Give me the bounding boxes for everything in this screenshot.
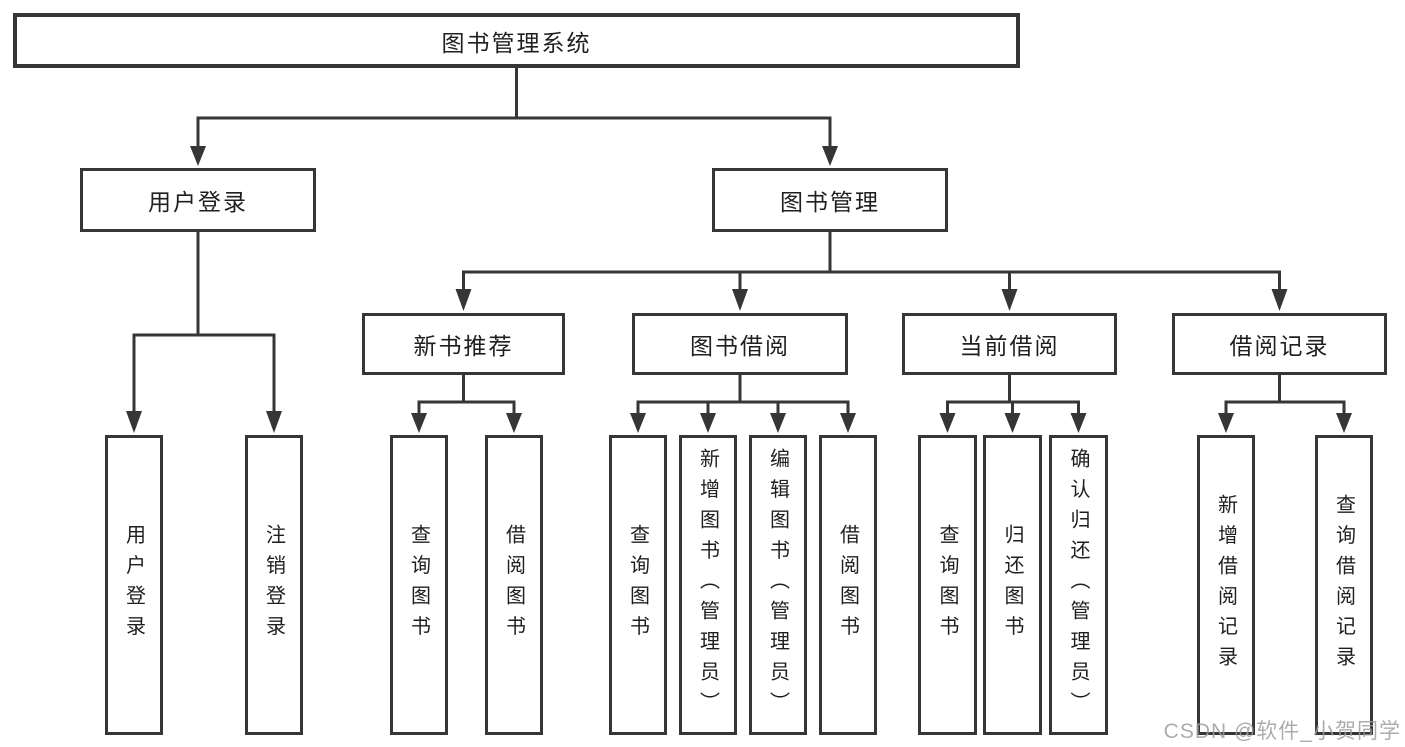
node-book-management: 图书管理: [712, 168, 948, 232]
leaf-borrow-books-recommend-label: 借阅图书: [502, 524, 525, 646]
node-borrow-records: 借阅记录: [1172, 313, 1387, 375]
connector-borrow-records-to-children: [1218, 375, 1352, 433]
leaf-borrow-books-recommend: 借阅图书: [485, 435, 543, 735]
leaf-query-books-recommend-label: 查询图书: [407, 524, 430, 646]
leaf-confirm-return-admin: 确认归还（管理员）: [1049, 435, 1108, 735]
leaf-user-login: 用户登录: [105, 435, 163, 735]
leaf-query-books-current-label: 查询图书: [936, 524, 958, 646]
leaf-query-borrow-record: 查询借阅记录: [1315, 435, 1373, 735]
leaf-edit-books-admin-label: 编辑图书（管理员）: [766, 448, 789, 722]
leaf-query-borrow-record-label: 查询借阅记录: [1332, 493, 1355, 677]
node-current-borrow-label: 当前借阅: [959, 333, 1060, 359]
connector-current-borrow-to-children: [939, 375, 1087, 433]
leaf-add-borrow-record: 新增借阅记录: [1197, 435, 1255, 735]
node-library-management-system: 图书管理系统: [13, 13, 1020, 68]
node-borrow-records-label: 借阅记录: [1229, 333, 1330, 359]
leaf-add-books-admin: 新增图书（管理员）: [679, 435, 737, 735]
leaf-user-login-label: 用户登录: [122, 524, 145, 646]
connector-user-login-to-children: [126, 232, 282, 433]
node-user-login-label: 用户登录: [148, 189, 248, 215]
leaf-query-books-borrow-label: 查询图书: [626, 524, 649, 646]
leaf-borrow-books-label: 借阅图书: [836, 524, 859, 646]
leaf-return-books: 归还图书: [983, 435, 1042, 735]
node-book-management-label: 图书管理: [780, 189, 880, 215]
leaf-query-books-borrow: 查询图书: [609, 435, 667, 735]
node-current-borrow: 当前借阅: [902, 313, 1117, 375]
connector-book-borrow-to-children: [630, 375, 856, 433]
leaf-confirm-return-admin-label: 确认归还（管理员）: [1067, 448, 1089, 722]
connector-new-book-recommend-to-children: [411, 375, 522, 433]
leaf-add-books-admin-label: 新增图书（管理员）: [696, 448, 719, 722]
leaf-borrow-books: 借阅图书: [819, 435, 877, 735]
connector-book-management-to-children: [455, 232, 1288, 311]
connector-root-to-children: [190, 68, 838, 166]
leaf-return-books-label: 归还图书: [1001, 524, 1023, 646]
node-library-management-system-label: 图书管理系统: [441, 29, 592, 56]
node-user-login: 用户登录: [80, 168, 316, 232]
node-book-borrow-label: 图书借阅: [690, 333, 790, 359]
leaf-logout-login: 注销登录: [245, 435, 303, 735]
node-new-book-recommend: 新书推荐: [362, 313, 565, 375]
leaf-query-books-recommend: 查询图书: [390, 435, 448, 735]
leaf-edit-books-admin: 编辑图书（管理员）: [749, 435, 807, 735]
leaf-add-borrow-record-label: 新增借阅记录: [1214, 493, 1237, 677]
leaf-query-books-current: 查询图书: [918, 435, 977, 735]
leaf-logout-login-label: 注销登录: [262, 524, 285, 646]
node-new-book-recommend-label: 新书推荐: [413, 333, 514, 359]
node-book-borrow: 图书借阅: [632, 313, 848, 375]
